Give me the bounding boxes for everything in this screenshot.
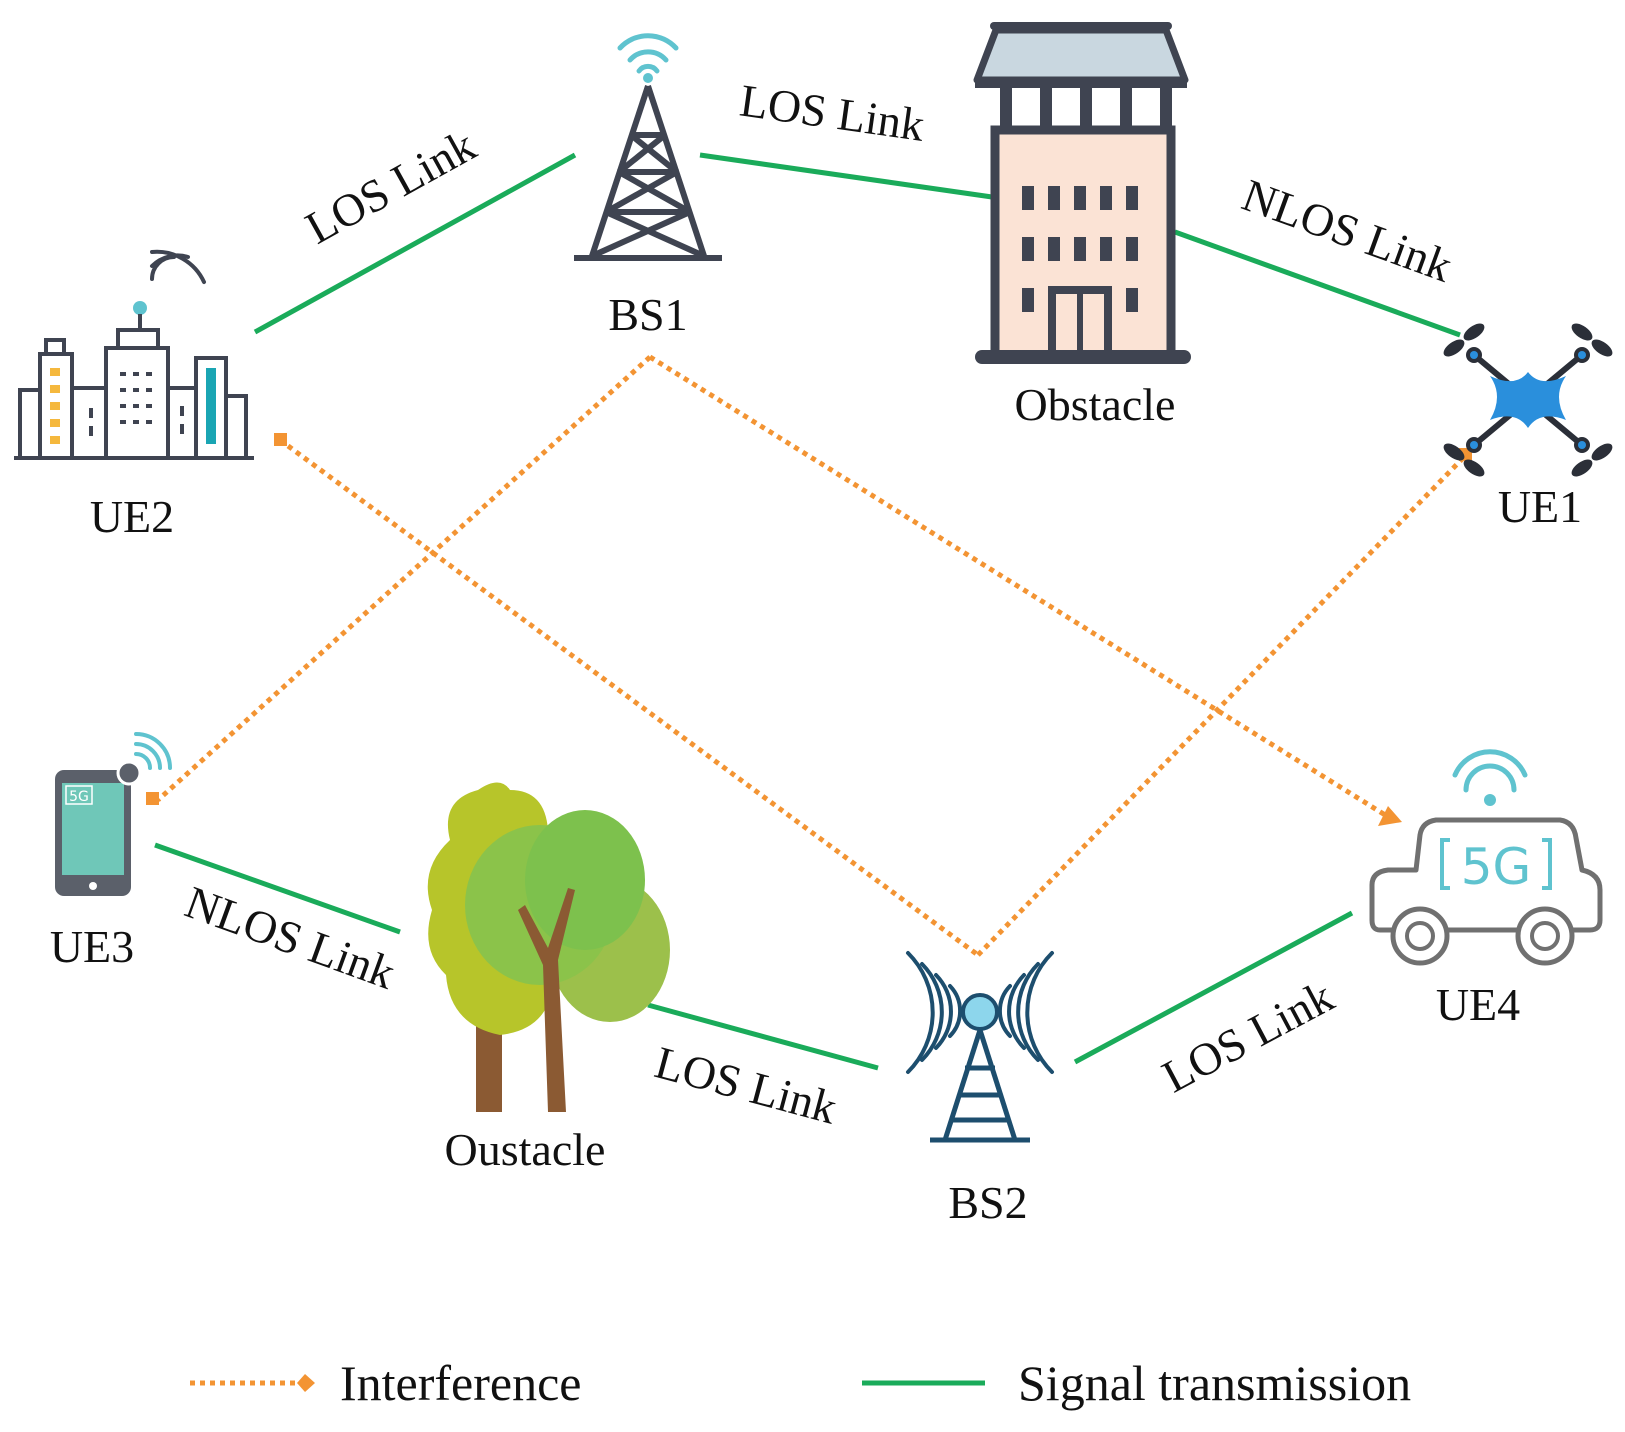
interference-arrowhead <box>1378 806 1402 826</box>
label-link-bs2-ue4: LOS Link <box>1154 970 1342 1102</box>
link-tree-bs2 <box>647 1002 879 1071</box>
label-bs1: BS1 <box>608 289 687 340</box>
label-ue4: UE4 <box>1436 979 1520 1030</box>
label-obstacle: Obstacle <box>1015 379 1176 430</box>
label-ue3: UE3 <box>50 921 134 972</box>
tower-icon <box>574 33 722 261</box>
link-bs2-ue4 <box>1073 910 1354 1065</box>
interference-bs2-ue1 <box>976 453 1468 957</box>
signal-links <box>154 152 1461 1071</box>
interference-endpoints <box>146 433 1472 826</box>
link-ue3-tree <box>154 842 401 935</box>
legend-interference-marker <box>297 1374 315 1392</box>
label-link-obstacle-ue1: NLOS Link <box>1236 169 1459 292</box>
label-link-bs1-obstacle: LOS Link <box>737 75 928 151</box>
car-5g-badge: 5G <box>1461 838 1532 896</box>
label-bs2: BS2 <box>948 1177 1027 1228</box>
building-icon <box>973 22 1191 364</box>
antenna-icon <box>906 951 1054 1143</box>
link-labels: LOS Link LOS Link NLOS Link NLOS Link LO… <box>179 75 1459 1134</box>
smartphone-icon: 5G <box>55 732 172 896</box>
link-ue2-bs1 <box>253 152 577 335</box>
drone-icon <box>1443 323 1613 477</box>
node-labels: BS1 Obstacle UE1 UE2 UE3 UE4 Oustacle BS… <box>50 289 1582 1228</box>
link-bs1-obstacle <box>699 152 993 200</box>
interference-marker <box>146 792 159 805</box>
label-oustacle: Oustacle <box>445 1124 606 1175</box>
interference-links <box>156 354 1468 958</box>
label-ue2: UE2 <box>90 491 174 542</box>
legend: Interference Signal transmission <box>190 1355 1411 1411</box>
phone-5g-badge: 5G <box>69 789 89 805</box>
link-obstacle-ue1 <box>1174 229 1461 338</box>
legend-interference-label: Interference <box>340 1355 581 1411</box>
interference-ue2-bs2 <box>278 437 980 958</box>
city-icon <box>14 249 254 460</box>
tree-icon <box>427 782 670 1112</box>
interference-marker <box>274 433 287 446</box>
label-ue1: UE1 <box>1498 481 1582 532</box>
legend-signal-label: Signal transmission <box>1018 1355 1411 1411</box>
car-icon: 5G <box>1369 749 1603 966</box>
interference-bs1-ue3 <box>156 355 652 802</box>
label-link-ue2-bs1: LOS Link <box>297 119 484 253</box>
